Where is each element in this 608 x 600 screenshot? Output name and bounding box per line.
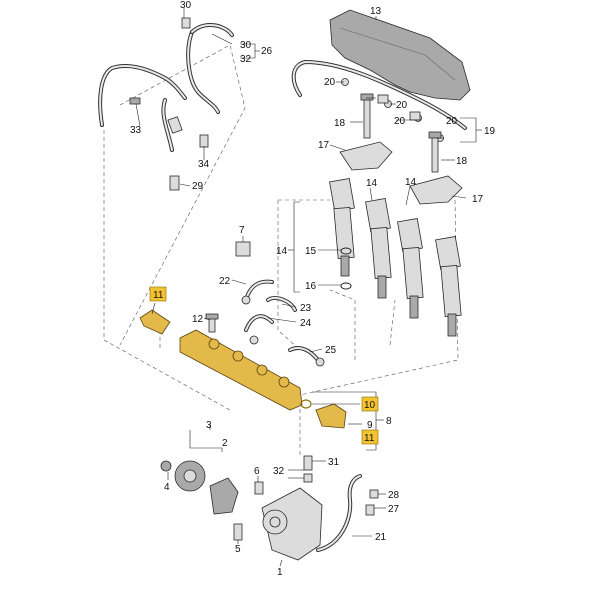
- callout-13: 13: [370, 6, 382, 17]
- callout-34: 34: [198, 159, 210, 170]
- cap-29: [169, 175, 180, 191]
- callout-10: 10: [364, 400, 376, 411]
- leader-lines: [135, 8, 482, 567]
- injector-c: [397, 218, 424, 319]
- callout-31: 31: [328, 457, 340, 468]
- callout-3: 3: [206, 420, 212, 431]
- clip-33: [129, 97, 141, 105]
- callout-17-b: 17: [472, 194, 484, 205]
- callout-14-c: 14: [276, 246, 288, 257]
- clamps-17: [339, 141, 463, 205]
- callout-4: 4: [164, 482, 170, 493]
- callout-19: 19: [484, 126, 496, 137]
- connector-20a: [377, 94, 389, 104]
- callout-20-b: 20: [396, 100, 408, 111]
- bolt-34: [199, 134, 209, 148]
- callout-14-b: 14: [405, 177, 417, 188]
- pressure-sensor-11: [139, 309, 171, 335]
- callout-32: 32: [273, 466, 285, 477]
- cap-30-top: [181, 17, 191, 29]
- callout-12: 12: [192, 314, 204, 325]
- callout-5: 5: [235, 544, 241, 555]
- connector-20b: [409, 111, 421, 121]
- injectors-14: [329, 178, 462, 337]
- callout-21: 21: [375, 532, 387, 543]
- callout-29: 29: [192, 181, 204, 192]
- callout-7: 7: [239, 225, 245, 236]
- callout-1: 1: [277, 567, 283, 578]
- fitting-32: [303, 473, 313, 483]
- callout-20-c: 20: [394, 116, 406, 127]
- pressure-regulator-9: [300, 399, 347, 429]
- badge-11-right: [361, 429, 379, 445]
- fuel-rail: [179, 329, 303, 411]
- callout-11-right: 11: [364, 433, 375, 444]
- bolts-18: [360, 93, 442, 173]
- callout-18-a: 18: [334, 118, 346, 129]
- injector-pipes: [241, 279, 325, 367]
- callout-20-a: 20: [324, 77, 336, 88]
- bolt-6: [254, 481, 264, 495]
- engine-cover-13: [329, 9, 471, 101]
- seals-15-16: [340, 247, 352, 290]
- fitting-28: [369, 489, 379, 499]
- callout-28: 28: [388, 490, 400, 501]
- hub-2: [209, 477, 239, 515]
- fitting-27: [365, 504, 375, 516]
- callout-25: 25: [325, 345, 337, 356]
- callout-22: 22: [219, 276, 231, 287]
- callout-6: 6: [254, 466, 260, 477]
- callout-26: 26: [261, 46, 273, 57]
- callout-17-a: 17: [318, 140, 330, 151]
- callout-labels: 30 30 26 32 33 34 29 13 20 20 20 20 19 1…: [130, 0, 496, 578]
- callout-8: 8: [386, 416, 392, 427]
- callout-32-top: 32: [240, 54, 252, 65]
- high-pressure-pump: [160, 455, 379, 561]
- injector-d: [435, 236, 462, 337]
- callout-9: 9: [367, 420, 373, 431]
- callout-24: 24: [300, 318, 312, 329]
- injector-a: [329, 178, 355, 277]
- fitting-31: [303, 455, 313, 471]
- bolt-5: [233, 523, 243, 541]
- callout-14-a: 14: [366, 178, 378, 189]
- badge-10: [361, 396, 379, 412]
- pump-body-1: [261, 487, 323, 561]
- spacer-7: [235, 241, 251, 257]
- callout-27: 27: [388, 504, 400, 515]
- return-line-19: [291, 59, 467, 142]
- nut-4: [160, 460, 172, 472]
- leak-off-hose-assembly: [98, 17, 234, 191]
- callout-2: 2: [222, 438, 228, 449]
- callout-16: 16: [305, 281, 317, 292]
- callout-20-d: 20: [446, 116, 458, 127]
- badge-11-left: [149, 286, 167, 302]
- connector-33b: [167, 116, 183, 134]
- callout-30: 30: [240, 40, 252, 51]
- callout-18-b: 18: [456, 156, 468, 167]
- callout-15: 15: [305, 246, 317, 257]
- callout-30-top: 30: [180, 0, 192, 11]
- callout-23: 23: [300, 303, 312, 314]
- injector-b: [365, 198, 392, 299]
- bolt-12: [205, 313, 219, 333]
- callout-33: 33: [130, 125, 142, 136]
- callout-11-left: 11: [153, 290, 164, 301]
